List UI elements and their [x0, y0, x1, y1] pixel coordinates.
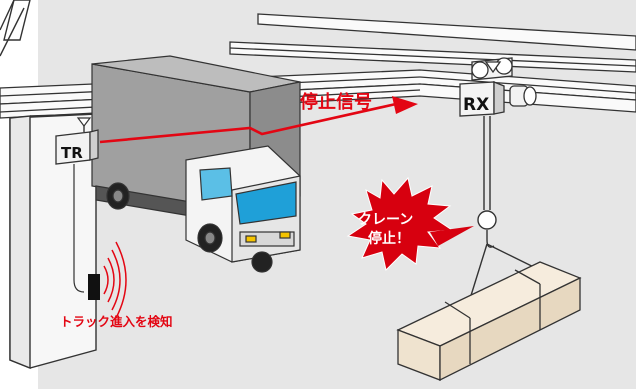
hoist-trolley: RX — [459, 57, 537, 117]
sensor-wave-1 — [103, 265, 109, 295]
sensor-cable — [73, 164, 85, 293]
sensor-caption: トラック進入を検知 — [60, 314, 173, 329]
runway-rail-back — [229, 13, 636, 73]
crane-stop-burst: クレーン 停止！ — [346, 176, 474, 271]
truck-side-window — [199, 167, 233, 201]
left-pillar-top — [0, 0, 31, 57]
hook-block — [477, 210, 497, 230]
sensor-box — [88, 274, 100, 300]
suspended-load — [396, 261, 582, 382]
sensor-wave-4 — [115, 241, 127, 319]
sensor-wave-2 — [107, 257, 115, 303]
transmitter-label: TR — [61, 144, 83, 162]
stop-signal-arrow: 停止信号 — [99, 91, 418, 144]
burst-line-2: 停止！ — [368, 230, 410, 247]
sensor-wave-3 — [111, 249, 121, 311]
truck-windshield — [235, 181, 297, 225]
burst-line-1: クレーン — [358, 212, 413, 228]
truck-sensor: トラック進入を検知 — [60, 241, 173, 329]
truck — [91, 55, 301, 273]
receiver-label: RX — [463, 95, 489, 115]
stop-signal-label: 停止信号 — [300, 91, 372, 113]
transmitter-box: TR — [55, 117, 99, 293]
